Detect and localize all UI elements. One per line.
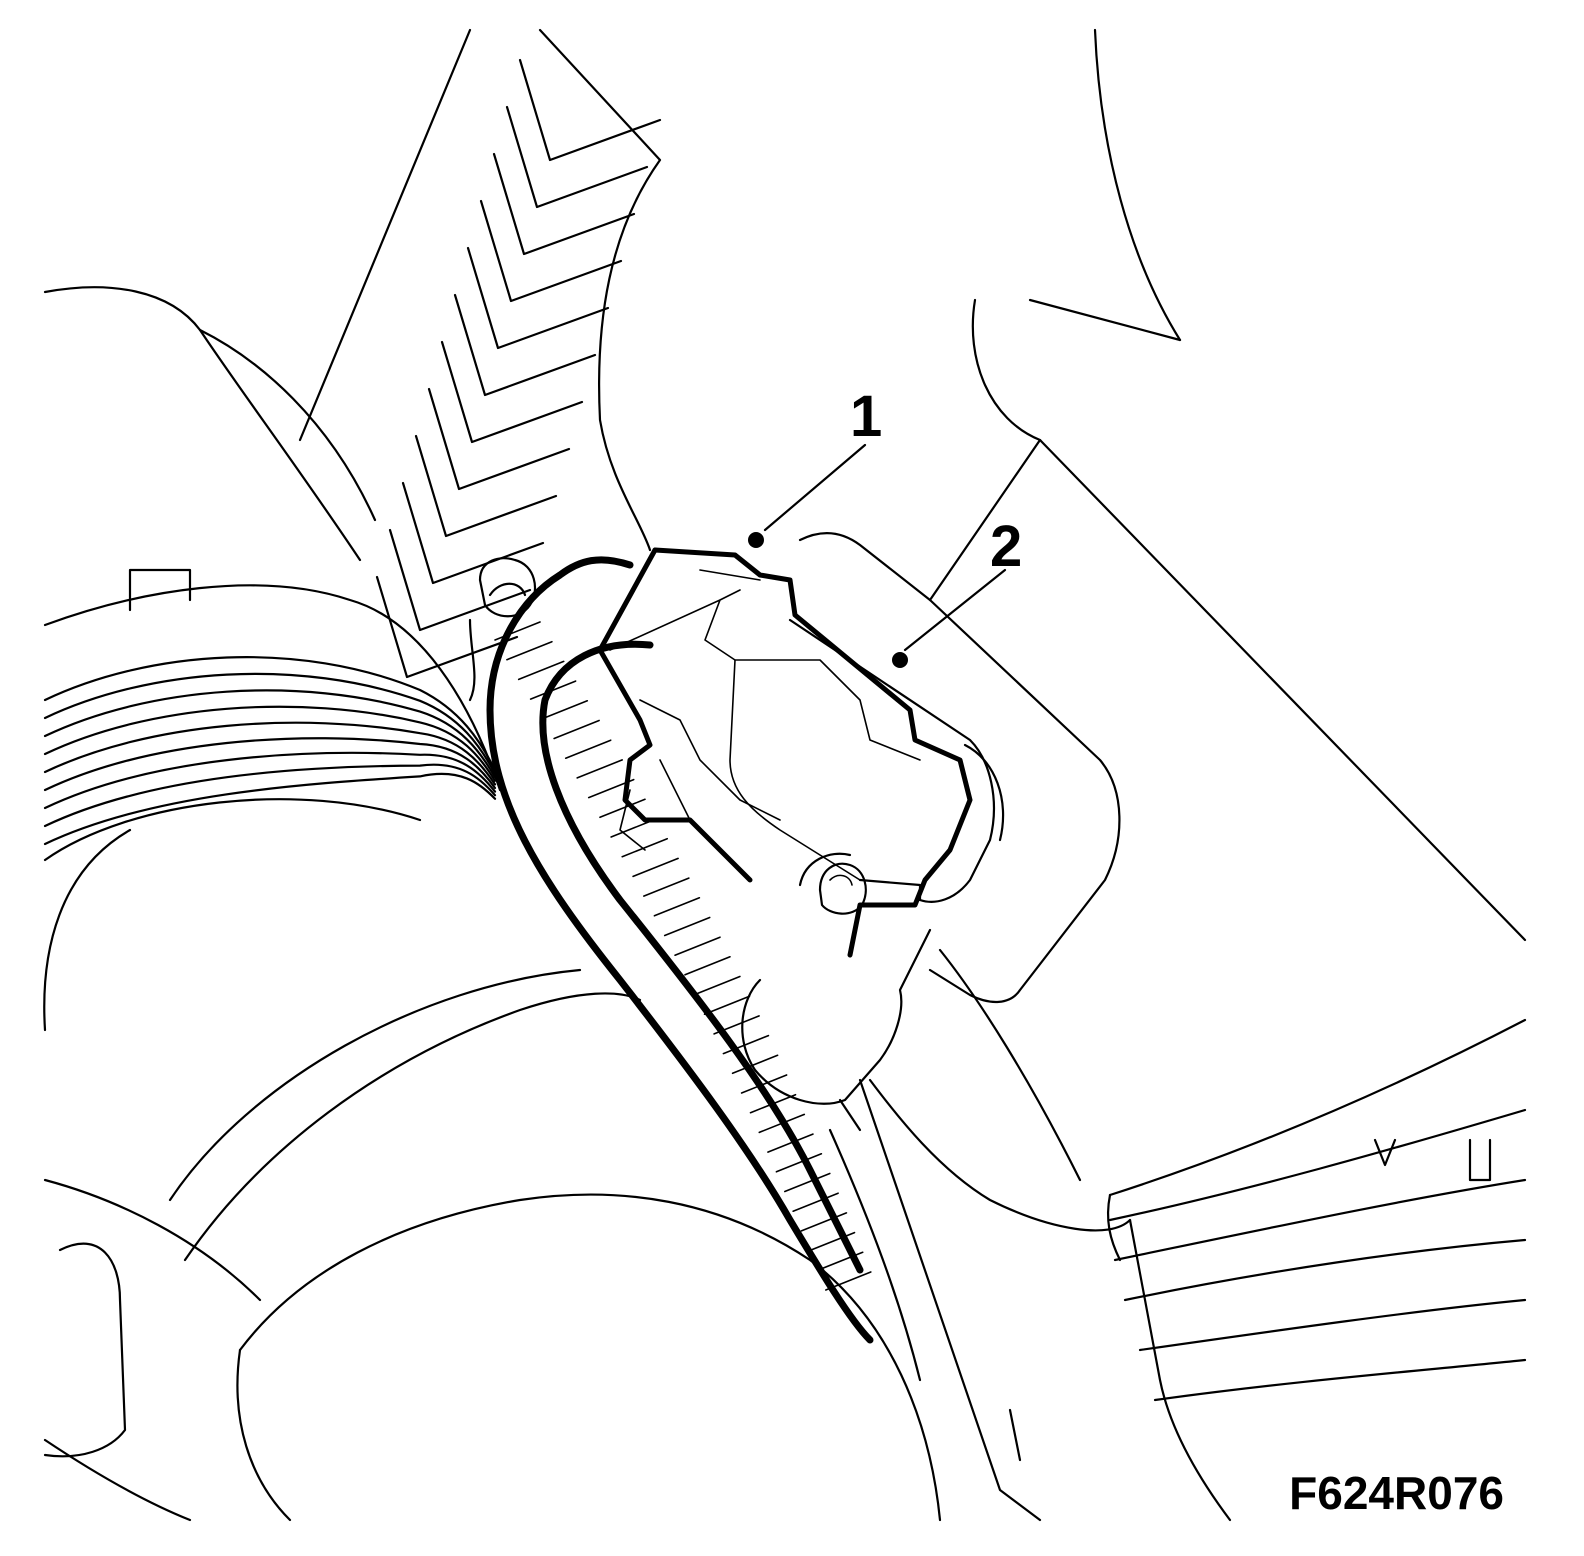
callout-label-1: 1 — [850, 384, 883, 449]
sensor — [741, 618, 1005, 1132]
duct-ribs — [375, 58, 662, 679]
callout-label-2: 2 — [990, 514, 1023, 579]
intake-duct — [298, 28, 1527, 942]
electrical-connector — [597, 547, 973, 958]
loom-corrugations — [494, 621, 872, 1291]
corrugated-hose — [43, 286, 502, 1032]
wiring-harness — [486, 556, 874, 1344]
mounting-bolt — [468, 557, 537, 702]
hose-rings — [43, 656, 497, 862]
leader-lines — [748, 443, 1007, 668]
air-box-housing — [798, 438, 1527, 1522]
lower-pipe — [43, 968, 942, 1522]
leader-dot-2 — [892, 652, 908, 668]
figure-id: F624R076 — [1289, 1467, 1504, 1519]
leader-dot-1 — [748, 532, 764, 548]
